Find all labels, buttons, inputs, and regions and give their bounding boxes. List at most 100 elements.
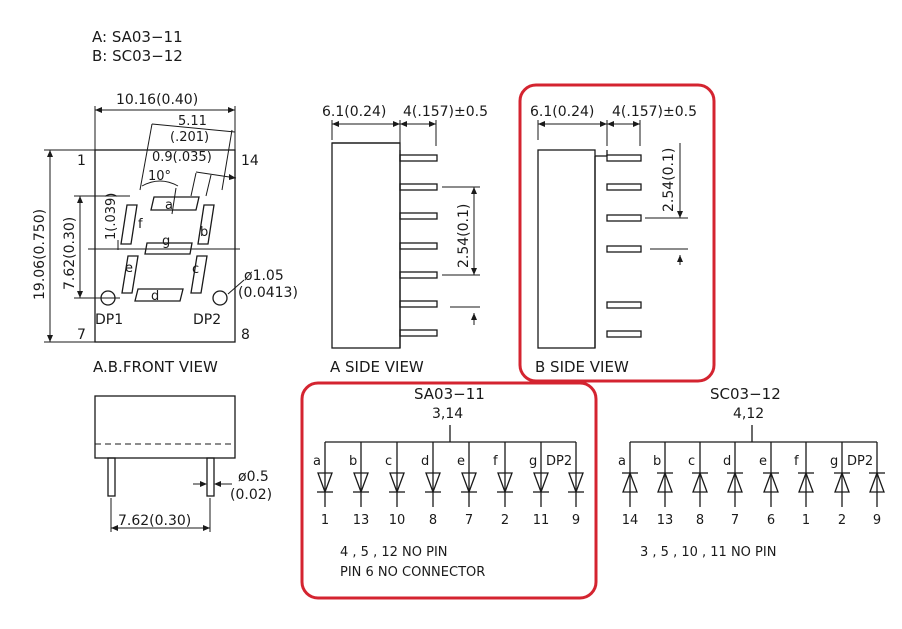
front-digit-width-dim-1: 5.11	[178, 114, 207, 129]
side-a-pitch: 2.54(0.1)	[456, 204, 472, 268]
segment-d	[134, 288, 184, 302]
sc-diode-3	[727, 471, 743, 493]
segment-c	[190, 255, 208, 294]
sc-segment-label-1: b	[653, 454, 661, 469]
front-seg-width-dim: 0.9(.035)	[152, 150, 212, 165]
front-seg-thickness-dim: 1(.039)	[104, 193, 119, 240]
segment-e-label: e	[125, 261, 133, 276]
side-b-caption: B SIDE VIEW	[535, 358, 629, 376]
side-view-a: 6.1(0.24) 4(.157)±0.5 2.54(0.1) A SIDE V…	[322, 104, 488, 376]
sc-diode-7	[869, 471, 885, 493]
front-digit-height-dim: 7.62(0.30)	[62, 217, 78, 290]
segment-b	[197, 204, 215, 245]
dp-dia-1: ø1.05	[244, 268, 284, 284]
dp-dia-2: (0.0413)	[238, 285, 298, 301]
sc-title: SC03−12	[710, 385, 781, 403]
sa-title: SA03−11	[414, 385, 485, 403]
sc-diode-0	[622, 471, 638, 493]
sc-note-1: 3 , 5 , 10 , 11 NO PIN	[640, 545, 776, 560]
side-a-pin	[399, 212, 438, 220]
side-b-dim-pin: 4(.157)±0.5	[612, 104, 697, 120]
segment-g	[144, 242, 193, 255]
side-b-pin	[606, 154, 642, 162]
side-a-dim-pin: 4(.157)±0.5	[403, 104, 488, 120]
sa-segment-label-7: DP2	[546, 454, 572, 469]
segment-f-label: f	[138, 217, 143, 232]
sc-segment-label-0: a	[618, 454, 626, 469]
sc-segment-label-6: g	[830, 454, 838, 469]
sa-pin-number-7: 9	[572, 513, 580, 528]
sa-diode-7	[568, 472, 584, 494]
bottom-view: ø0.5 (0.02) 7.62(0.30)	[94, 395, 272, 532]
side-a-pin	[399, 329, 438, 337]
side-b-pin	[606, 183, 642, 191]
sa-pin-number-2: 10	[389, 513, 406, 528]
side-b-highlight-box	[518, 83, 716, 383]
sc-diode-6	[834, 471, 850, 493]
sc-segment-label-7: DP2	[847, 454, 873, 469]
sc-segment-label-4: e	[759, 454, 767, 469]
sa-highlight-box	[300, 381, 598, 600]
sa-diode-1	[353, 472, 369, 494]
front-pin-1: 1	[77, 153, 86, 169]
sc-diode-1	[657, 471, 673, 493]
sa-segment-label-1: b	[349, 454, 357, 469]
side-a-pin	[399, 300, 438, 308]
sa-segment-label-6: g	[529, 454, 537, 469]
sa-diode-0	[317, 472, 333, 494]
segment-g-label: g	[162, 234, 170, 249]
sa-diode-3	[425, 472, 441, 494]
sc-pin-number-7: 9	[873, 513, 881, 528]
segment-a-label: a	[165, 198, 173, 213]
sa-diode-4	[461, 472, 477, 494]
dp1-label: DP1	[95, 312, 123, 328]
sa-pin-number-6: 11	[533, 513, 550, 528]
side-a-pin	[399, 154, 438, 162]
sc-diode-4	[763, 471, 779, 493]
sa-pin-number-5: 2	[501, 513, 509, 528]
side-b-dim-body: 6.1(0.24)	[530, 104, 594, 120]
sa-segment-label-5: f	[493, 454, 498, 469]
segment-e	[121, 255, 139, 294]
bottom-pin-right	[206, 457, 215, 497]
front-pin-8: 8	[241, 327, 250, 343]
sa-diode-5	[497, 472, 513, 494]
sc-pin-number-2: 8	[696, 513, 704, 528]
front-width-dim: 10.16(0.40)	[116, 92, 198, 108]
sa-diode-2	[389, 472, 405, 494]
bottom-body-outline	[94, 395, 236, 459]
header-line-a: A: SA03−11	[92, 28, 183, 46]
front-pin-14: 14	[241, 153, 259, 169]
front-height-dim: 19.06(0.750)	[32, 209, 48, 300]
side-a-caption: A SIDE VIEW	[330, 358, 424, 376]
bottom-pin-dia-1: ø0.5	[238, 469, 269, 485]
sc-segment-label-5: f	[794, 454, 799, 469]
sa-pin-number-3: 8	[429, 513, 437, 528]
side-a-pin	[399, 183, 438, 191]
sc-pin-number-5: 1	[802, 513, 810, 528]
front-digit-width-dim-2: (.201)	[170, 130, 209, 145]
sc-diode-5	[798, 471, 814, 493]
sc-pin-number-0: 14	[622, 513, 639, 528]
front-view-caption: A.B.FRONT VIEW	[93, 358, 218, 376]
front-body-outline	[94, 149, 236, 343]
side-b-pin	[606, 301, 642, 309]
front-slant-angle: 10°	[148, 169, 171, 184]
sa-segment-label-2: c	[385, 454, 392, 469]
sc-pin-number-6: 2	[838, 513, 846, 528]
bottom-row-spacing: 7.62(0.30)	[118, 513, 191, 529]
sa-diode-6	[533, 472, 549, 494]
sa-segment-label-3: d	[421, 454, 429, 469]
sc-segment-label-2: c	[688, 454, 695, 469]
segment-b-label: b	[200, 225, 208, 240]
sa-note-2: PIN 6 NO CONNECTOR	[340, 565, 485, 580]
side-b-pitch: 2.54(0.1)	[661, 148, 677, 212]
side-b-pin	[606, 214, 642, 222]
side-a-body	[331, 142, 401, 349]
sc-segment-label-3: d	[723, 454, 731, 469]
sa-common-pins: 3,14	[432, 406, 463, 422]
side-b-pin	[606, 245, 642, 253]
